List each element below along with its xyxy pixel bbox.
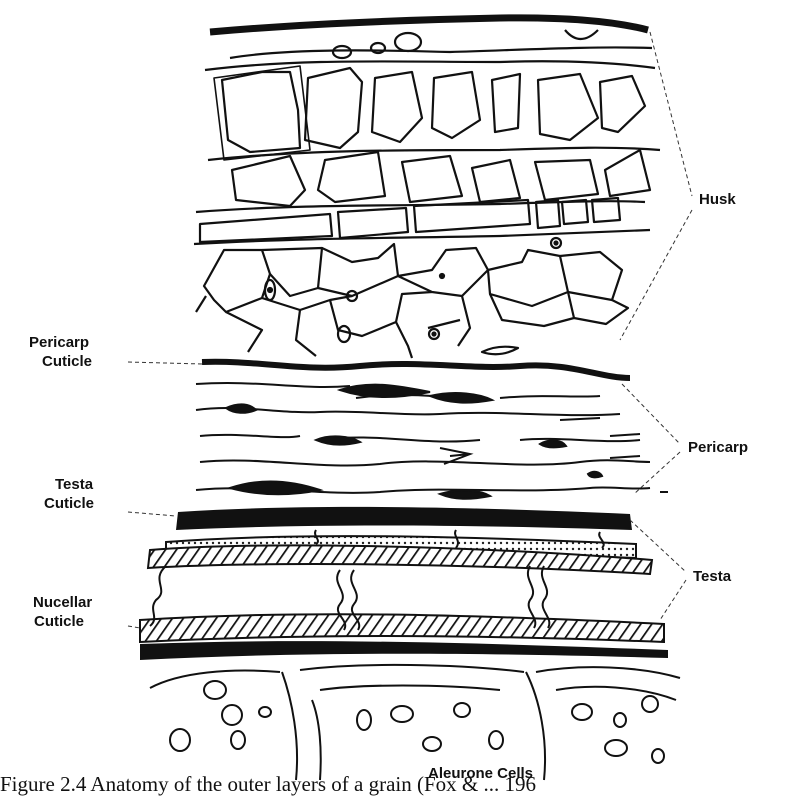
aleurone-layer xyxy=(150,665,680,780)
label-testa: Testa xyxy=(693,567,731,586)
pericarp-cuticle-line xyxy=(202,362,630,378)
husk-cells-row1 xyxy=(222,72,300,152)
label-testa-cuticle-line1: Testa xyxy=(55,475,93,494)
testa-cuticle-band xyxy=(176,507,632,530)
testa-layer xyxy=(140,507,668,660)
label-testa-cuticle-line2: Cuticle xyxy=(44,494,94,513)
label-husk: Husk xyxy=(699,190,736,209)
label-nucellar-cuticle-line2: Cuticle xyxy=(34,612,84,631)
label-pericarp-cuticle-line1: Pericarp xyxy=(29,333,89,352)
pericarp-layer xyxy=(196,383,668,499)
figure-caption: Figure 2.4 Anatomy of the outer layers o… xyxy=(0,772,536,797)
label-nucellar-cuticle-line1: Nucellar xyxy=(33,593,92,612)
husk-layer xyxy=(194,18,660,358)
label-pericarp: Pericarp xyxy=(688,438,748,457)
husk-outer-cuticle xyxy=(210,18,648,32)
label-pericarp-cuticle-line2: Cuticle xyxy=(42,352,92,371)
